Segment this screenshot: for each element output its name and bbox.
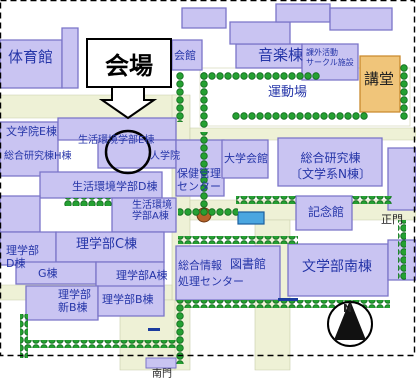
buildings [0,3,416,321]
label-sci-g: G棟 [38,267,58,280]
label-main-gate: 正門 [381,213,403,226]
label-extracurricular: 課外活動 サークル施設 [306,48,354,67]
label-letters-e: 文学院E棟 [6,125,57,138]
label-life-e: 生活環境学部E棟 [78,135,155,146]
label-research-h: 総合研究棟H棟 [4,151,72,162]
label-south-gate: 南門 [152,369,172,380]
sci-new-b-building [25,285,99,321]
marker-bar [148,328,160,331]
hall-building [171,39,203,71]
compass-north-label: N [343,302,353,315]
label-info-center: 総合情報 処理センター [178,259,244,288]
label-lecture: 講堂 [364,70,395,88]
venue-callout-label: 会場 [105,51,153,80]
label-life-d: 生活環境学部D棟 [72,180,158,193]
label-music: 音楽棟 [258,46,304,64]
univ-hall-building [221,139,269,179]
label-health: 保健管理 センター [177,167,221,193]
marker-bar-2 [278,298,298,301]
label-sci-a: 理学部A棟 [116,269,168,282]
compass-icon [327,300,373,347]
sci-b-building [97,285,165,317]
callout-pointer [98,87,158,120]
venue-callout-box: 会場 [86,38,172,88]
label-sci-d: 理学部 D棟 [6,244,39,270]
label-science-partial: 人学院 [150,151,180,162]
club-building [301,43,359,81]
label-library: 図書館 [230,257,267,271]
research-n-building [277,137,383,187]
pond [237,211,265,225]
label-research-n: 総合研究棟 〔文学系N棟〕 [290,151,371,181]
venue-circle-marker [104,129,152,175]
memorial-hall-building [295,195,353,231]
label-sci-b: 理学部B棟 [102,293,154,306]
south-gate-structure [145,357,177,369]
label-sci-c: 理学部C棟 [76,237,138,252]
label-gym: 体育館 [8,48,54,66]
label-hall: 会館 [174,49,196,62]
label-field: 運動場 [268,85,308,100]
label-memorial: 記念館 [308,205,345,219]
label-univ-hall: 大学会館 [224,152,268,165]
label-sci-new-b: 理学部 新B棟 [58,288,91,314]
life-a-building [111,197,177,233]
letters-south-building [287,243,389,297]
label-life-a: 生活環境 学部A棟 [132,200,172,222]
label-letters-south: 文学部南棟 [302,259,372,275]
campus-boundary [0,0,416,357]
